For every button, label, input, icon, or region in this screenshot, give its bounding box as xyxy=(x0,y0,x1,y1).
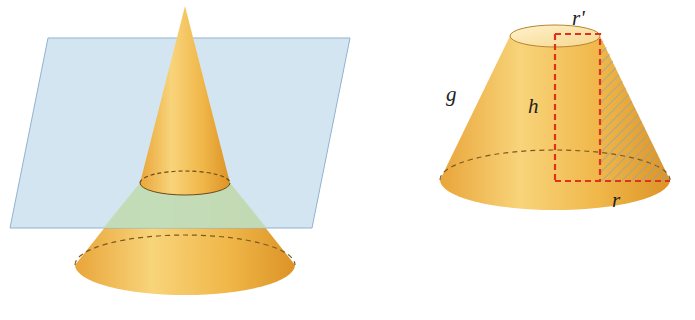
dimension-label: r' xyxy=(572,8,585,29)
hatched-triangle xyxy=(600,34,670,181)
upper-cone xyxy=(140,6,230,195)
dimension-label: g xyxy=(446,84,457,105)
frustum xyxy=(440,25,670,210)
section-rectangle xyxy=(555,34,670,181)
dimension-label: r xyxy=(612,190,620,211)
dimension-label: h xyxy=(528,96,539,117)
